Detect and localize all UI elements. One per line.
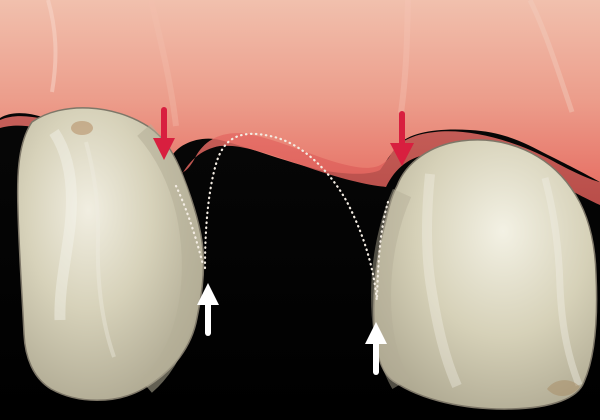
left-tooth-stain [71, 121, 93, 135]
right-tooth [374, 140, 597, 409]
